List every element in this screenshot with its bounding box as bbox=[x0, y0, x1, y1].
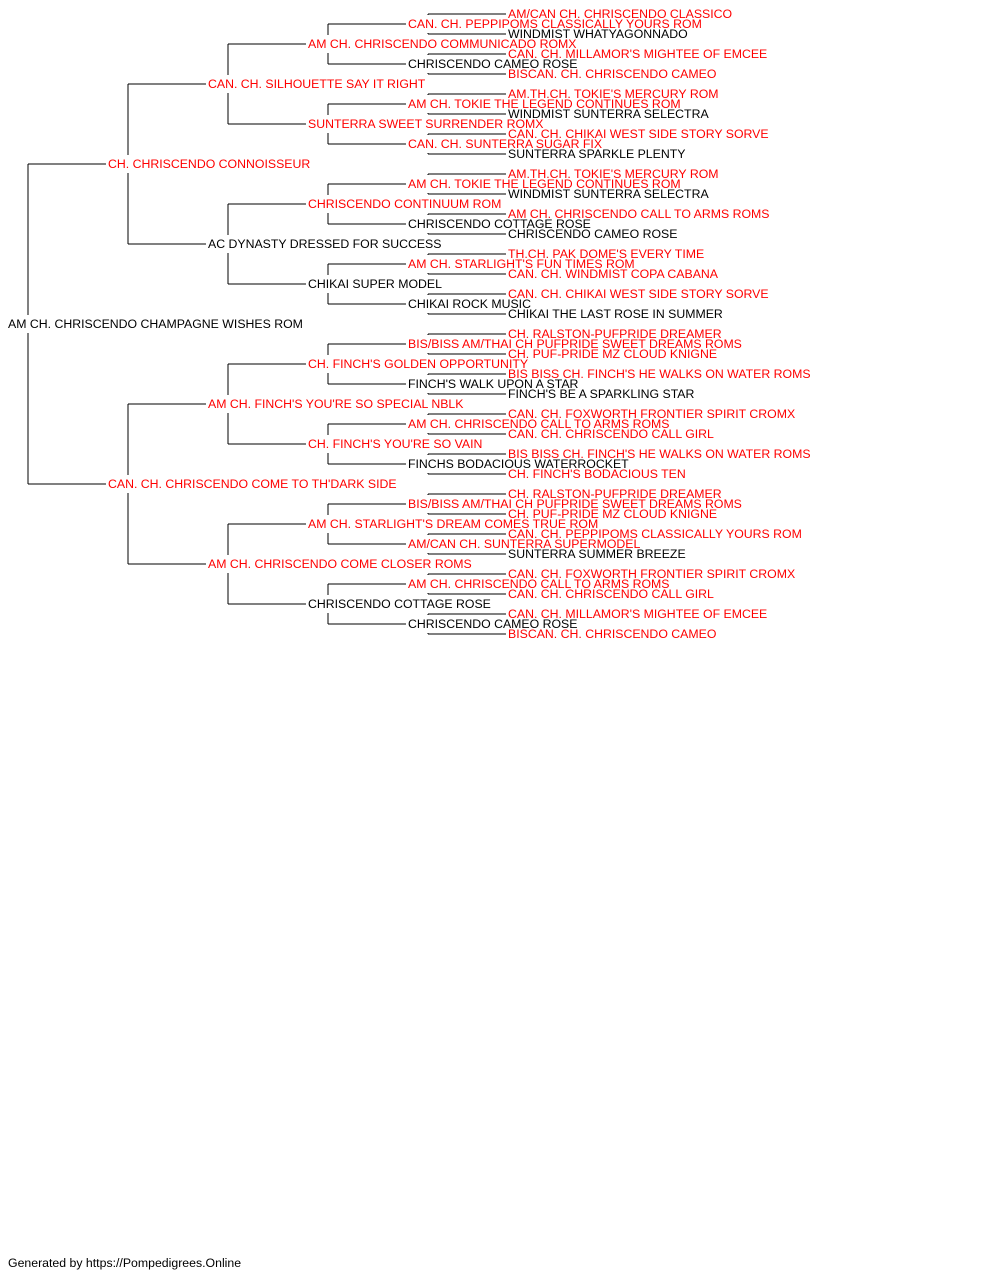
ancestor-name: AM CH. TOKIE THE LEGEND CONTINUES ROM bbox=[408, 177, 681, 191]
ancestor-name: CHIKAI SUPER MODEL bbox=[308, 277, 442, 291]
ancestor-name: CH. CHRISCENDO CONNOISSEUR bbox=[108, 157, 310, 171]
ancestor-name: CAN. CH. CHRISCENDO CALL GIRL bbox=[508, 427, 714, 441]
ancestor-name: AM CH. CHRISCENDO CALL TO ARMS ROMS bbox=[408, 417, 669, 431]
ancestor-name: SUNTERRA SPARKLE PLENTY bbox=[508, 147, 685, 161]
ancestor-name: CH. PUF-PRIDE MZ CLOUD KNIGNE bbox=[508, 347, 717, 361]
ancestor-name: CAN. CH. PEPPIPOMS CLASSICALLY YOURS ROM bbox=[408, 17, 702, 31]
ancestor-name: AM CH. CHRISCENDO COMMUNICADO ROMX bbox=[308, 37, 576, 51]
ancestor-name: CHIKAI ROCK MUSIC bbox=[408, 297, 531, 311]
ancestor-name: CHRISCENDO COTTAGE ROSE bbox=[408, 217, 591, 231]
ancestor-name: TH.CH. PAK DOME'S EVERY TIME bbox=[508, 247, 704, 261]
ancestor-name: BISCAN. CH. CHRISCENDO CAMEO bbox=[508, 67, 716, 81]
ancestor-name: BIS/BISS AM/THAI CH PUFPRIDE SWEET DREAM… bbox=[408, 337, 742, 351]
ancestor-name: AM/CAN CH. CHRISCENDO CLASSICO bbox=[508, 7, 732, 21]
ancestor-name: FINCH'S BE A SPARKLING STAR bbox=[508, 387, 695, 401]
ancestor-name: CH. PUF-PRIDE MZ CLOUD KNIGNE bbox=[508, 507, 717, 521]
ancestor-name: BISCAN. CH. CHRISCENDO CAMEO bbox=[508, 627, 716, 641]
ancestor-name: SUNTERRA SUMMER BREEZE bbox=[508, 547, 686, 561]
ancestor-name: CAN. CH. FOXWORTH FRONTIER SPIRIT CROMX bbox=[508, 567, 795, 581]
ancestor-name: CHRISCENDO CONTINUUM ROM bbox=[308, 197, 501, 211]
ancestor-name: AM CH. CHRISCENDO COME CLOSER ROMS bbox=[208, 557, 472, 571]
ancestor-name: AM CH. CHRISCENDO CALL TO ARMS ROMS bbox=[408, 577, 669, 591]
ancestor-name: BIS/BISS AM/THAI CH PUFPRIDE SWEET DREAM… bbox=[408, 497, 742, 511]
ancestor-name: CH. RALSTON-PUFPRIDE DREAMER bbox=[508, 487, 722, 501]
ancestor-name: CHRISCENDO COTTAGE ROSE bbox=[308, 597, 491, 611]
ancestor-name: CAN. CH. CHIKAI WEST SIDE STORY SORVE bbox=[508, 287, 769, 301]
subject-dog-name: AM CH. CHRISCENDO CHAMPAGNE WISHES ROM bbox=[8, 317, 303, 331]
ancestor-name: AM/CAN CH. SUNTERRA SUPERMODEL bbox=[408, 537, 640, 551]
ancestor-name: AM CH. TOKIE THE LEGEND CONTINUES ROM bbox=[408, 97, 681, 111]
ancestor-name: CH. FINCH'S GOLDEN OPPORTUNITY bbox=[308, 357, 528, 371]
ancestor-name: WINDMIST SUNTERRA SELECTRA bbox=[508, 107, 709, 121]
ancestor-name: AM CH. FINCH'S YOU'RE SO SPECIAL NBLK bbox=[208, 397, 464, 411]
ancestor-name: CAN. CH. CHIKAI WEST SIDE STORY SORVE bbox=[508, 127, 769, 141]
ancestor-name: AM CH. STARLIGHT'S DREAM COMES TRUE ROM bbox=[308, 517, 598, 531]
ancestor-name: CHRISCENDO CAMEO ROSE bbox=[408, 57, 577, 71]
ancestor-name: BIS BISS CH. FINCH'S HE WALKS ON WATER R… bbox=[508, 367, 811, 381]
ancestor-name: CAN. CH. SILHOUETTE SAY IT RIGHT bbox=[208, 77, 426, 91]
ancestor-name: CAN. CH. WINDMIST COPA CABANA bbox=[508, 267, 719, 281]
ancestor-name: SUNTERRA SWEET SURRENDER ROMX bbox=[308, 117, 544, 131]
ancestor-name: CAN. CH. FOXWORTH FRONTIER SPIRIT CROMX bbox=[508, 407, 795, 421]
ancestor-name: AM CH. STARLIGHT'S FUN TIMES ROM bbox=[408, 257, 635, 271]
ancestor-name: FINCH'S WALK UPON A STAR bbox=[408, 377, 579, 391]
ancestor-name: CAN. CH. MILLAMOR'S MIGHTEE OF EMCEE bbox=[508, 47, 767, 61]
ancestor-name: AM.TH.CH. TOKIE'S MERCURY ROM bbox=[508, 167, 719, 181]
ancestor-name: CH. RALSTON-PUFPRIDE DREAMER bbox=[508, 327, 722, 341]
ancestor-name: CH. FINCH'S BODACIOUS TEN bbox=[508, 467, 686, 481]
ancestor-name: CHRISCENDO CAMEO ROSE bbox=[508, 227, 677, 241]
ancestor-name: CAN. CH. MILLAMOR'S MIGHTEE OF EMCEE bbox=[508, 607, 767, 621]
ancestor-name: CH. FINCH'S YOU'RE SO VAIN bbox=[308, 437, 482, 451]
ancestor-name: CAN. CH. PEPPIPOMS CLASSICALLY YOURS ROM bbox=[508, 527, 802, 541]
ancestor-name: CHIKAI THE LAST ROSE IN SUMMER bbox=[508, 307, 723, 321]
ancestor-name: AM CH. CHRISCENDO CALL TO ARMS ROMS bbox=[508, 207, 769, 221]
ancestor-name: AM.TH.CH. TOKIE'S MERCURY ROM bbox=[508, 87, 719, 101]
ancestor-name: CAN. CH. SUNTERRA SUGAR FIX bbox=[408, 137, 602, 151]
ancestor-name: CAN. CH. CHRISCENDO COME TO TH'DARK SIDE bbox=[108, 477, 397, 491]
footer-credit: Generated by https://Pompedigrees.Online bbox=[8, 1256, 242, 1270]
ancestor-name: CHRISCENDO CAMEO ROSE bbox=[408, 617, 577, 631]
ancestor-name: WINDMIST SUNTERRA SELECTRA bbox=[508, 187, 709, 201]
ancestor-name: AC DYNASTY DRESSED FOR SUCCESS bbox=[208, 237, 441, 251]
ancestor-name: FINCHS BODACIOUS WATERROCKET bbox=[408, 457, 629, 471]
ancestor-name: WINDMIST WHATYAGONNADO bbox=[508, 27, 688, 41]
ancestor-name: BIS BISS CH. FINCH'S HE WALKS ON WATER R… bbox=[508, 447, 811, 461]
ancestor-name: CAN. CH. CHRISCENDO CALL GIRL bbox=[508, 587, 714, 601]
